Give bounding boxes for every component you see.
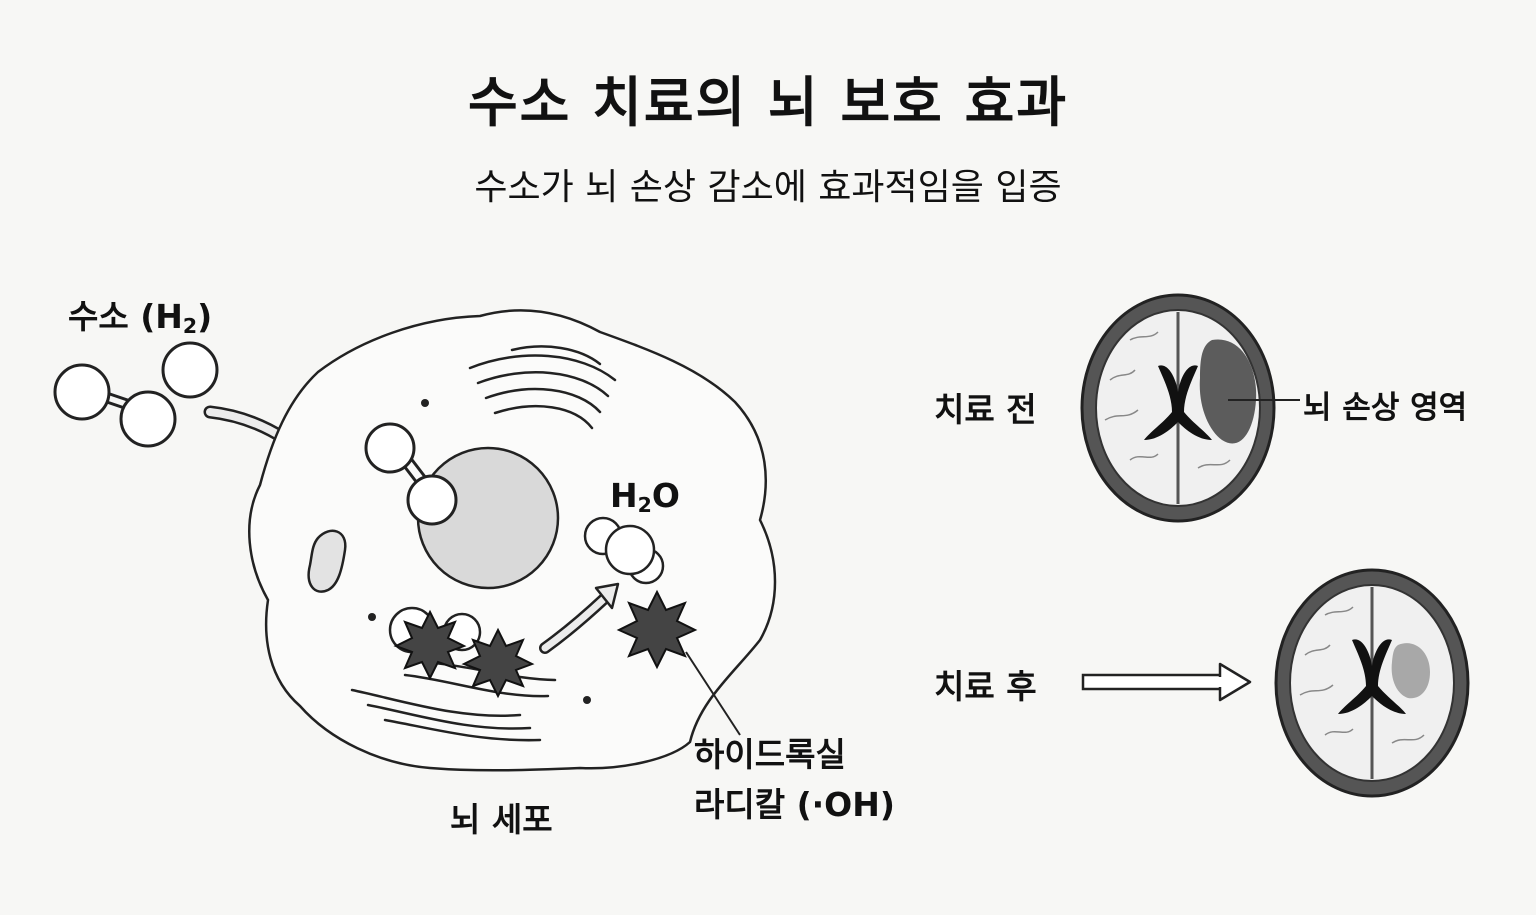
brain-scan-before: [1080, 293, 1276, 523]
page-subtitle: 수소가 뇌 손상 감소에 효과적임을 입증: [474, 167, 1062, 208]
reaction-arrow: [539, 582, 620, 654]
radical-label-line1: 하이드록실: [694, 735, 846, 774]
before-treatment-label: 치료 전: [934, 390, 1037, 429]
radical-label-line2: 라디칼 (·OH): [694, 785, 895, 824]
page-title: 수소 치료의 뇌 보호 효과: [468, 71, 1068, 134]
hydrogen-molecule-in-cell: [364, 422, 458, 526]
hydrogen-label: 수소 (H2): [68, 297, 213, 339]
water-label: H2O: [610, 476, 680, 518]
damage-region-small: [1391, 643, 1430, 699]
mitochondrion: [307, 529, 347, 593]
brain-cell-label: 뇌 세포: [450, 800, 553, 839]
damage-region-large: [1199, 339, 1257, 444]
cell-dots: [368, 399, 591, 704]
golgi-apparatus-top: [468, 345, 617, 430]
radical-star-2: [461, 627, 535, 699]
radical-star-1: [393, 609, 467, 681]
treatment-arrow: [1081, 662, 1252, 702]
brain-scan-after: [1274, 568, 1470, 798]
radical-leader-line: [685, 651, 741, 736]
after-treatment-label: 치료 후: [934, 667, 1037, 706]
hydrogen-molecule-free: [53, 341, 219, 448]
water-molecule: [583, 516, 665, 585]
radical-star-3: [616, 589, 698, 670]
damage-area-label: 뇌 손상 영역: [1303, 390, 1468, 426]
hydroxyl-radical-markers: [393, 589, 698, 699]
